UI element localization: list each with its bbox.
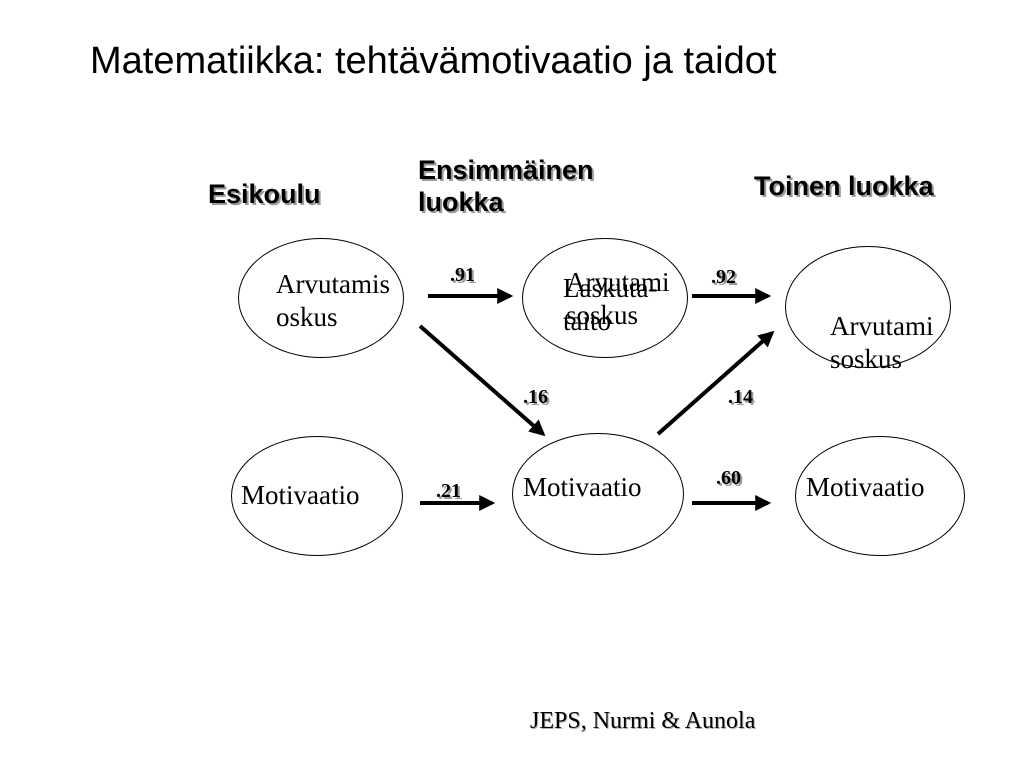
preschool-skill-label-line2: oskus [276, 302, 338, 332]
first-grade-skill-label: Arvutami soskus [566, 266, 669, 332]
node-preschool-motivation [231, 436, 403, 556]
coef-g1-to-g2-motivation: .60 [716, 467, 741, 489]
slide-title: Matematiikka: tehtävämotivaatio ja taido… [90, 40, 777, 82]
second-grade-skill-label-line1: Arvutami [830, 311, 934, 341]
first-grade-skill-overlap-line1: Laskuta- [563, 273, 658, 303]
second-grade-skill-label: Arvutami soskus [830, 310, 933, 376]
preschool-skill-label-line1: Arvutamis [276, 269, 390, 299]
second-grade-motivation-label: Motivaatio [806, 472, 925, 502]
first-grade-skill-label-line2: soskus [566, 300, 639, 330]
node-preschool-skill [238, 238, 404, 358]
preschool-skill-label: Arvutamis oskus [276, 268, 390, 334]
arrow-preschool-skill-to-first-grade-motivation [418, 324, 546, 437]
column-header-first-grade-line1: Ensimmäinen [418, 155, 594, 185]
coef-pre-to-g1-motivation: .21 [436, 480, 461, 502]
column-header-preschool: Esikoulu [208, 179, 321, 209]
second-grade-skill-label-line2: soskus [830, 344, 903, 374]
coef-pre-to-g1-skill: .91 [450, 264, 475, 286]
column-header-first-grade: Ensimmäinen luokka [418, 154, 594, 218]
coef-g1-to-g2-skill: .92 [711, 266, 736, 288]
coef-pre-skill-to-g1-motivation: .16 [523, 386, 548, 408]
arrow-first-grade-motivation-to-second-grade-skill [656, 330, 775, 436]
node-second-grade-motivation [795, 436, 965, 556]
first-grade-skill-label-line1: Arvutami [566, 267, 670, 297]
node-first-grade-motivation [512, 433, 684, 555]
first-grade-skill-overlap-line2: taito [563, 306, 611, 336]
node-second-grade-skill [785, 246, 951, 368]
coef-g1-motivation-to-g2-skill: .14 [728, 386, 753, 408]
column-header-second-grade: Toinen luokka [754, 171, 934, 201]
column-header-first-grade-line2: luokka [418, 187, 504, 217]
first-grade-skill-overlap-label: Laskuta- taito [563, 272, 657, 338]
first-grade-motivation-label: Motivaatio [523, 472, 642, 502]
citation-footer: JEPS, Nurmi & Aunola [530, 708, 756, 734]
node-first-grade-skill [522, 238, 688, 358]
preschool-motivation-label: Motivaatio [241, 480, 360, 510]
